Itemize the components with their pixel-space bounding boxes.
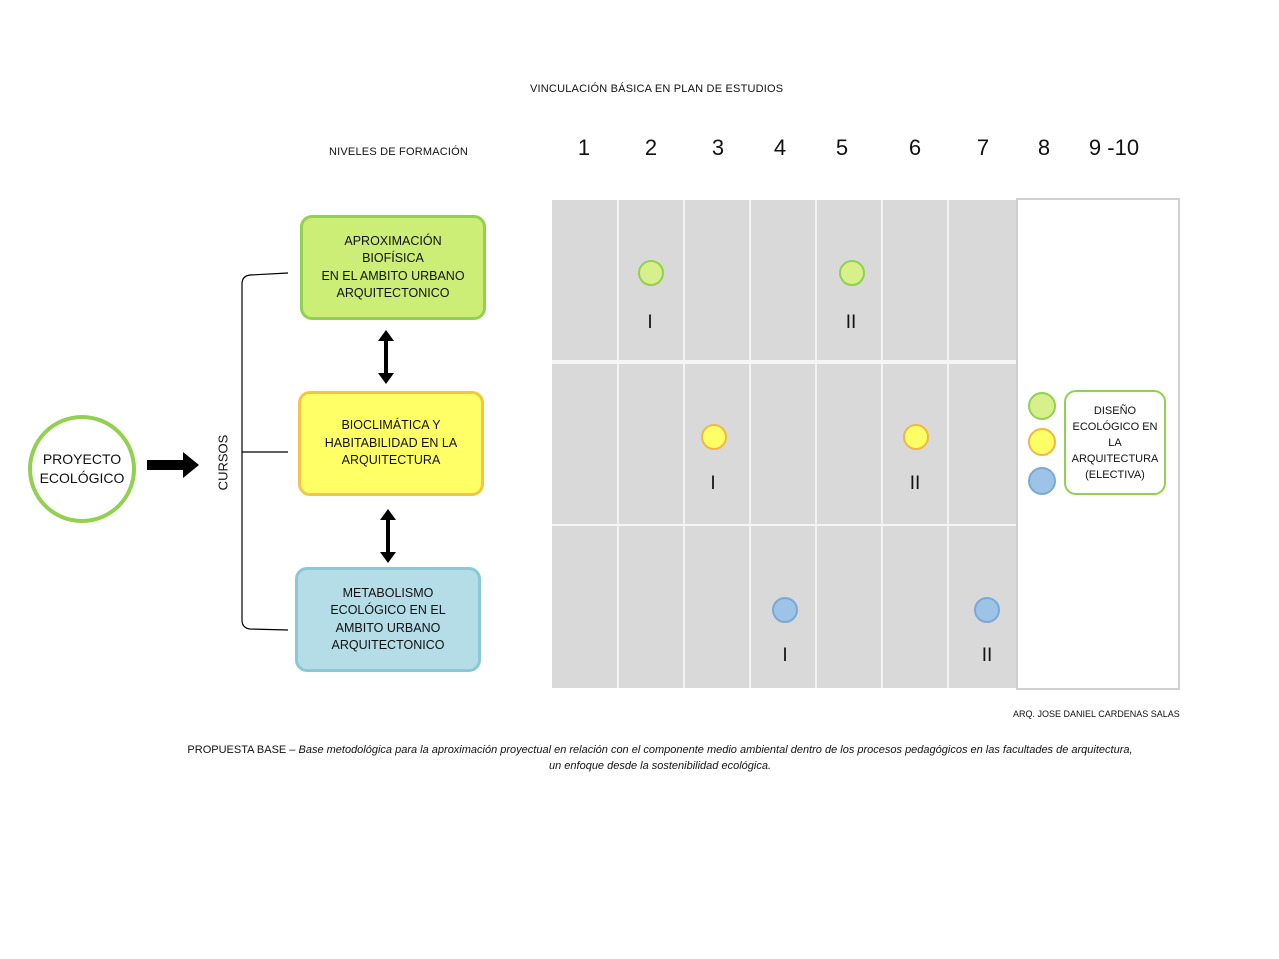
elective-dot — [1028, 392, 1056, 420]
course-box-metabolismo: METABOLISMO ECOLÓGICO EN EL AMBITO URBAN… — [295, 567, 481, 672]
course-line: EN EL AMBITO URBANO — [321, 268, 465, 283]
elective-line: DISEÑO — [1093, 404, 1137, 417]
bracket — [241, 272, 289, 631]
grid-divider — [749, 200, 751, 688]
elective-line: ARQUITECTURA — [1071, 452, 1159, 465]
marker-dot — [701, 424, 727, 450]
marker-label: I — [710, 473, 716, 494]
level-number: 6 — [908, 135, 922, 160]
level-number: 7 — [976, 135, 990, 160]
course-line: ARQUITECTURA — [341, 453, 441, 468]
right-arrow-icon — [147, 452, 199, 478]
caption: PROPUESTA BASE – Base metodológica para … — [130, 742, 1190, 774]
course-line: METABOLISMO — [342, 585, 434, 600]
elective-line: (ELECTIVA) — [1085, 468, 1145, 481]
course-line: ARQUITECTONICO — [336, 286, 450, 300]
marker-dot — [638, 260, 664, 286]
level-number: 5 — [835, 135, 849, 160]
level-number: 9 -10 — [1088, 135, 1140, 160]
caption-italic: Base metodológica para la aproximación p… — [298, 744, 1133, 756]
marker-dot — [974, 597, 1000, 623]
author-credit: ARQ. JOSE DANIEL CARDENAS SALAS — [1013, 709, 1180, 719]
grid-divider — [881, 200, 883, 688]
levels-label: NIVELES DE FORMACIÓN — [329, 146, 469, 158]
course-line: APROXIMACIÓN BIOFÍSICA — [344, 233, 442, 266]
course-line: AMBITO URBANO — [335, 620, 441, 635]
course-box-biofisica: APROXIMACIÓN BIOFÍSICA EN EL AMBITO URBA… — [300, 215, 486, 320]
level-number: 4 — [773, 135, 787, 160]
cursos-label: CURSOS — [215, 434, 231, 491]
caption-lead: PROPUESTA BASE – — [187, 744, 299, 756]
root-node-proyecto-ecologico: PROYECTO ECOLÓGICO — [28, 415, 136, 523]
grid-divider — [617, 200, 619, 688]
root-node-line: PROYECTO — [42, 451, 122, 467]
elective-course-box: DISEÑO ECOLÓGICO EN LA ARQUITECTURA (ELE… — [1064, 390, 1166, 495]
grid-row-divider — [552, 524, 1016, 526]
caption-italic: un enfoque desde la sostenibilidad ecoló… — [549, 760, 771, 772]
root-node-line: ECOLÓGICO — [39, 470, 125, 486]
elective-line: ECOLÓGICO EN — [1072, 420, 1158, 433]
level-number: 2 — [644, 135, 658, 160]
marker-label: I — [782, 645, 788, 666]
marker-dot — [839, 260, 865, 286]
course-line: ECOLÓGICO EN EL — [330, 603, 446, 617]
elective-dot — [1028, 467, 1056, 495]
level-number: 3 — [711, 135, 725, 160]
marker-label: II — [845, 312, 857, 333]
marker-dot — [772, 597, 798, 623]
marker-label: II — [981, 645, 993, 666]
level-number: 8 — [1037, 135, 1051, 160]
course-line: HABITABILIDAD EN LA — [324, 435, 458, 450]
course-box-bioclimatica: BIOCLIMÁTICA Y HABITABILIDAD EN LA ARQUI… — [298, 391, 484, 496]
grid-divider — [947, 200, 949, 688]
double-arrow-icon — [380, 509, 396, 563]
diagram-title: VINCULACIÓN BÁSICA EN PLAN DE ESTUDIOS — [530, 83, 784, 95]
double-arrow-icon — [378, 330, 394, 384]
elective-dot — [1028, 428, 1056, 456]
marker-label: II — [909, 473, 921, 494]
marker-label: I — [647, 312, 653, 333]
grid-row-divider — [552, 360, 1016, 364]
course-line: ARQUITECTONICO — [331, 638, 445, 652]
marker-dot — [903, 424, 929, 450]
grid-divider — [683, 200, 685, 688]
grid-divider — [815, 200, 817, 688]
course-line: BIOCLIMÁTICA Y — [341, 418, 441, 433]
level-number: 1 — [577, 135, 591, 160]
elective-line: LA — [1108, 436, 1122, 449]
